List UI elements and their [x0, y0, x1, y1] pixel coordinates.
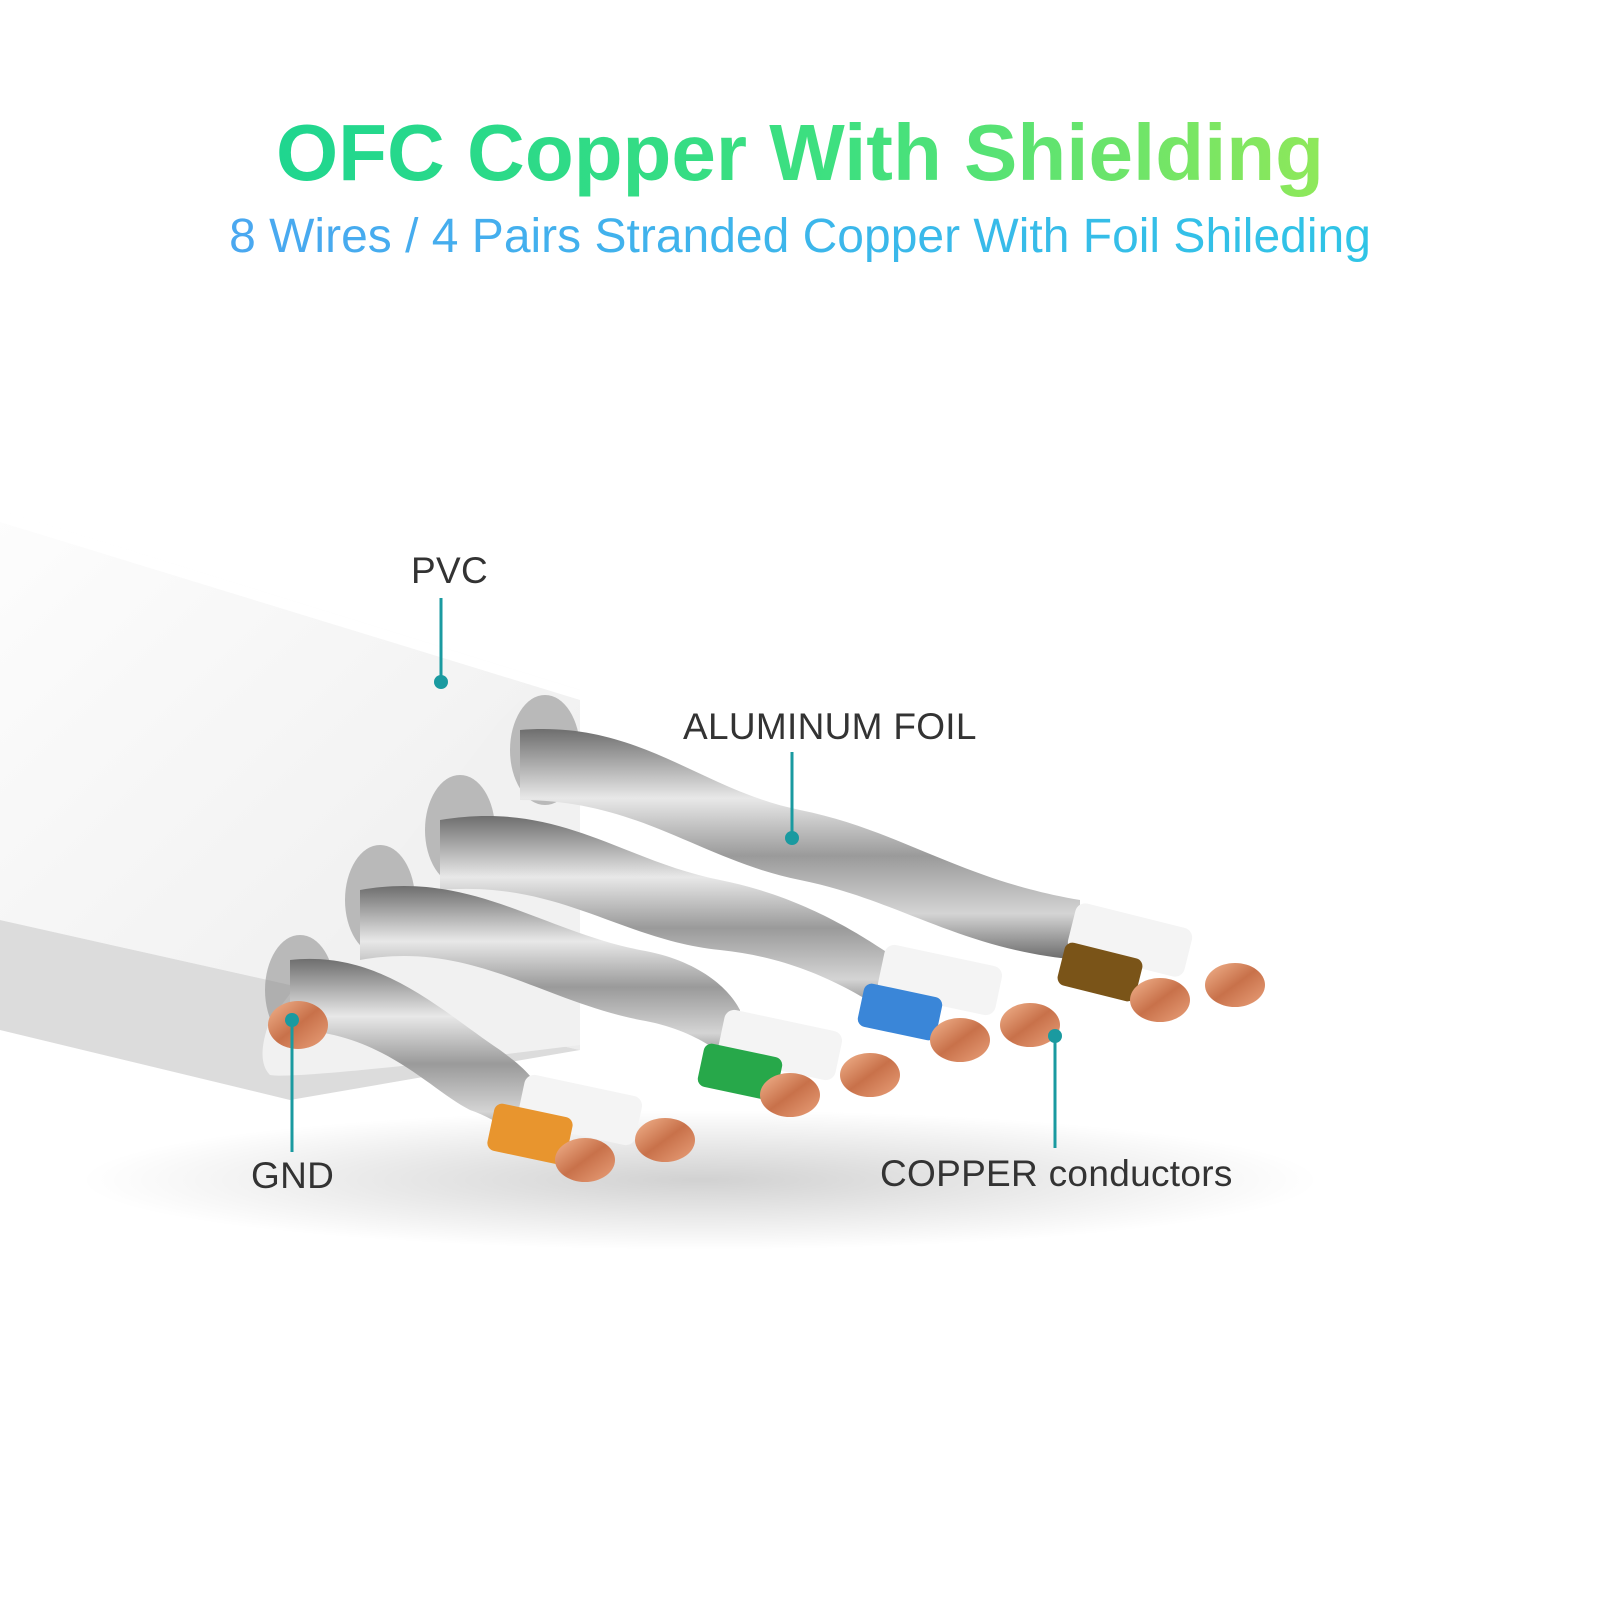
gnd-wire [268, 1001, 328, 1049]
label-pvc: PVC [411, 550, 488, 591]
header: OFC Copper With Shielding 8 Wires / 4 Pa… [0, 105, 1600, 267]
callout-pvc [434, 598, 448, 689]
page-subtitle: 8 Wires / 4 Pairs Stranded Copper With F… [229, 207, 1371, 267]
label-gnd: GND [251, 1155, 335, 1196]
pair-orange [290, 958, 695, 1182]
callout-gnd [285, 1013, 299, 1152]
page-title: OFC Copper With Shielding [276, 105, 1324, 201]
callout-copper [1048, 1029, 1062, 1148]
callout-aluminum-foil [785, 752, 799, 845]
label-aluminum-foil: ALUMINUM FOIL [683, 706, 977, 747]
label-copper-conductors: COPPER conductors [880, 1153, 1233, 1194]
pair-blue [440, 815, 1060, 1062]
cable-shadow [80, 1110, 1320, 1250]
pair-brown [520, 729, 1265, 1022]
pair-green [360, 885, 900, 1117]
